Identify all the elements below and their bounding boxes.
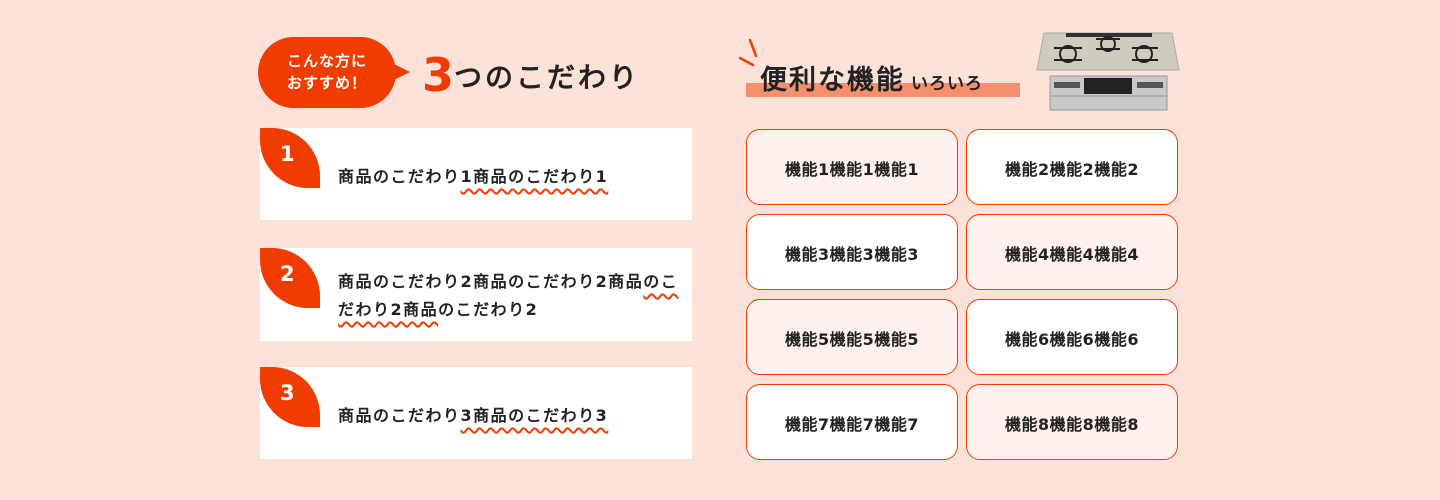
feature-card-3: 機能3機能3機能3 <box>746 214 958 290</box>
card-text: 商品のこだわり3商品のこだわり3 <box>338 402 682 430</box>
highlighted-text: のこだわり2商品 <box>338 272 679 319</box>
feature-card-4: 機能4機能4機能4 <box>966 214 1178 290</box>
number-badge: 1 <box>260 128 320 188</box>
bubble-line2: おすすめ！ <box>286 74 367 92</box>
title-text: つのこだわり <box>454 61 641 94</box>
text-segment: 商品のこだわり <box>338 167 461 186</box>
highlighted-text: 1商品のこだわり1 <box>460 167 609 186</box>
feature-card-5: 機能5機能5機能5 <box>746 299 958 375</box>
section-title-features: 便利な機能いろいろ <box>760 58 983 97</box>
bubble-line1: こんな方に <box>286 52 367 70</box>
card-text: 商品のこだわり2商品のこだわり2商品のこだわり2商品のこだわり2 <box>338 268 682 324</box>
features-title-main: 便利な機能 <box>760 65 905 96</box>
title-highlight-bar <box>746 83 1020 97</box>
features-title-sub: いろいろ <box>911 74 983 94</box>
title-number: 3 <box>422 48 455 102</box>
card-text: 商品のこだわり1商品のこだわり1 <box>338 163 682 191</box>
number-badge: 2 <box>260 248 320 308</box>
text-segment: 商品のこだわり2商品のこだわり2商品 <box>338 272 644 291</box>
section-title-kodawari: 3つのこだわり <box>422 48 640 102</box>
highlighted-text: 3商品のこだわり3 <box>460 406 609 425</box>
feature-card-1: 機能1機能1機能1 <box>746 129 958 205</box>
feature-card-6: 機能6機能6機能6 <box>966 299 1178 375</box>
burst-lines-icon <box>738 38 758 67</box>
recommend-bubble: こんな方に おすすめ！ <box>258 37 410 108</box>
kodawari-card-2: 2 商品のこだわり2商品のこだわり2商品のこだわり2商品のこだわり2 <box>260 248 692 341</box>
feature-card-7: 機能7機能7機能7 <box>746 384 958 460</box>
number-badge: 3 <box>260 367 320 427</box>
text-segment: のこだわり2 <box>438 300 539 319</box>
feature-card-8: 機能8機能8機能8 <box>966 384 1178 460</box>
gas-stove-image <box>1036 32 1180 111</box>
text-segment: 商品のこだわり <box>338 406 461 425</box>
feature-card-2: 機能2機能2機能2 <box>966 129 1178 205</box>
